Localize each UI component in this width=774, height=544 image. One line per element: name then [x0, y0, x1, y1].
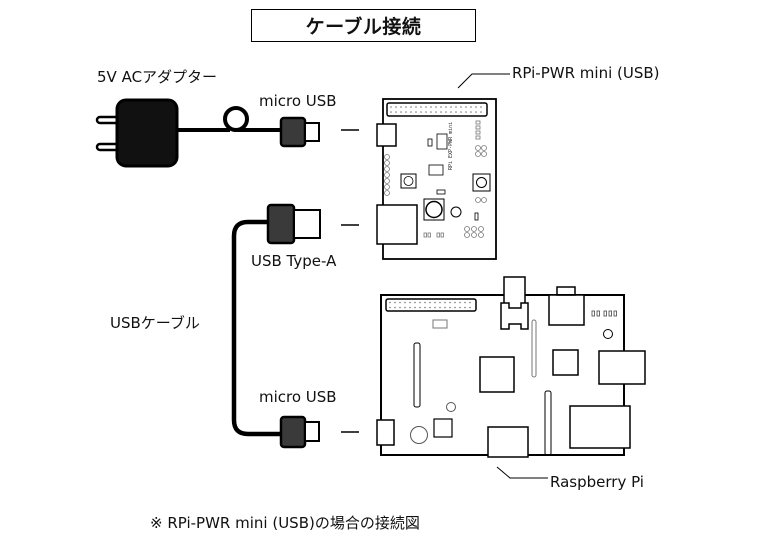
pwr-switch-s1	[400, 173, 417, 189]
adapter-cable-loop	[223, 106, 249, 132]
pwr-status-leds	[423, 232, 444, 238]
rpi-regulator	[433, 418, 453, 438]
pwr-leds	[475, 120, 481, 140]
pwr-pin-column	[384, 154, 390, 196]
pwr-gpio-header	[386, 102, 488, 117]
footnote: ※ RPi-PWR mini (USB)の場合の接続図	[150, 514, 420, 532]
rpi-audio-jack-top	[503, 276, 526, 306]
rpi-small-connector	[432, 319, 448, 329]
pwr-board-leader-line	[457, 73, 510, 89]
rpi-gpio-p5	[531, 319, 537, 378]
rpi-leds	[591, 310, 617, 317]
rpi-pwr-mini-board: RPi EXP-PWR mini	[376, 98, 497, 260]
pwr-small-part-1	[427, 138, 433, 147]
pwr-switch-s2	[472, 173, 491, 192]
pwr-capacitor	[450, 206, 462, 218]
micro-usb-plug-top	[279, 116, 320, 148]
rpi-header-pins	[389, 301, 471, 309]
pwr-inductor-coil	[425, 200, 443, 219]
usb-cable-line	[231, 219, 282, 437]
rpi-mounting-hole-1	[603, 329, 613, 339]
rpi-usb-ports	[569, 405, 631, 449]
usb-type-a-plug	[266, 203, 321, 245]
rpi-rca-connector	[500, 302, 529, 330]
rpi-audio-jack-tip	[556, 286, 576, 296]
adapter-cable	[177, 106, 282, 132]
usb-type-a-body	[266, 203, 296, 245]
pwr-inductor	[423, 198, 445, 221]
raspberry-pi-leader-line	[496, 466, 548, 479]
usb-type-a-tip	[293, 209, 321, 239]
rpi-mounting-hole-2	[446, 402, 456, 412]
micro-usb-plug-tip	[304, 122, 320, 142]
pwr-header-pins	[390, 106, 482, 113]
rpi-capacitor	[410, 426, 428, 444]
pwr-switch-s2-button	[476, 177, 487, 188]
pwr-resistor	[474, 212, 479, 221]
rpi-camera-connector	[544, 390, 552, 456]
pwr-chip	[428, 164, 444, 176]
diagram-title: ケーブル接続	[251, 9, 476, 42]
pwr-silkscreen-name: RPi EXP-PWR mini	[448, 122, 454, 170]
adapter-body	[115, 98, 179, 168]
raspberry-pi-label: Raspberry Pi	[550, 473, 644, 491]
rpi-ethernet-port	[598, 350, 646, 385]
adapter-label: 5V ACアダプター	[97, 68, 218, 86]
rpi-audio-jack	[548, 294, 585, 326]
usb-type-a-label: USB Type-A	[251, 252, 337, 270]
micro-usb-bottom-label: micro USB	[259, 388, 337, 406]
micro-usb-plug-tip-bottom	[304, 421, 320, 442]
rpi-hdmi-port	[487, 426, 529, 458]
micro-usb-top-label: micro USB	[259, 92, 337, 110]
pwr-jumpers	[464, 145, 487, 238]
pwr-micro-usb-port	[376, 123, 397, 147]
rpi-micro-usb-power-port	[376, 419, 395, 446]
rpi-soc-chip	[479, 356, 515, 393]
pwr-small-part-2	[436, 189, 446, 195]
rpi-usb-hub-chip	[552, 349, 579, 376]
micro-usb-plug-body-bottom	[279, 415, 307, 449]
pwr-usb-a-port	[376, 204, 418, 245]
micro-usb-plug-body	[279, 116, 307, 148]
ac-adapter	[95, 98, 179, 168]
pwr-board-label: RPi-PWR mini (USB)	[512, 64, 660, 82]
micro-usb-plug-bottom	[279, 415, 320, 449]
usb-cable-label: USBケーブル	[110, 314, 200, 332]
rpi-gpio-header	[385, 298, 477, 312]
pwr-switch-s1-button	[403, 176, 414, 186]
rpi-display-connector	[413, 342, 421, 408]
pwr-ic-socket	[436, 133, 448, 150]
raspberry-pi-board	[376, 276, 646, 458]
